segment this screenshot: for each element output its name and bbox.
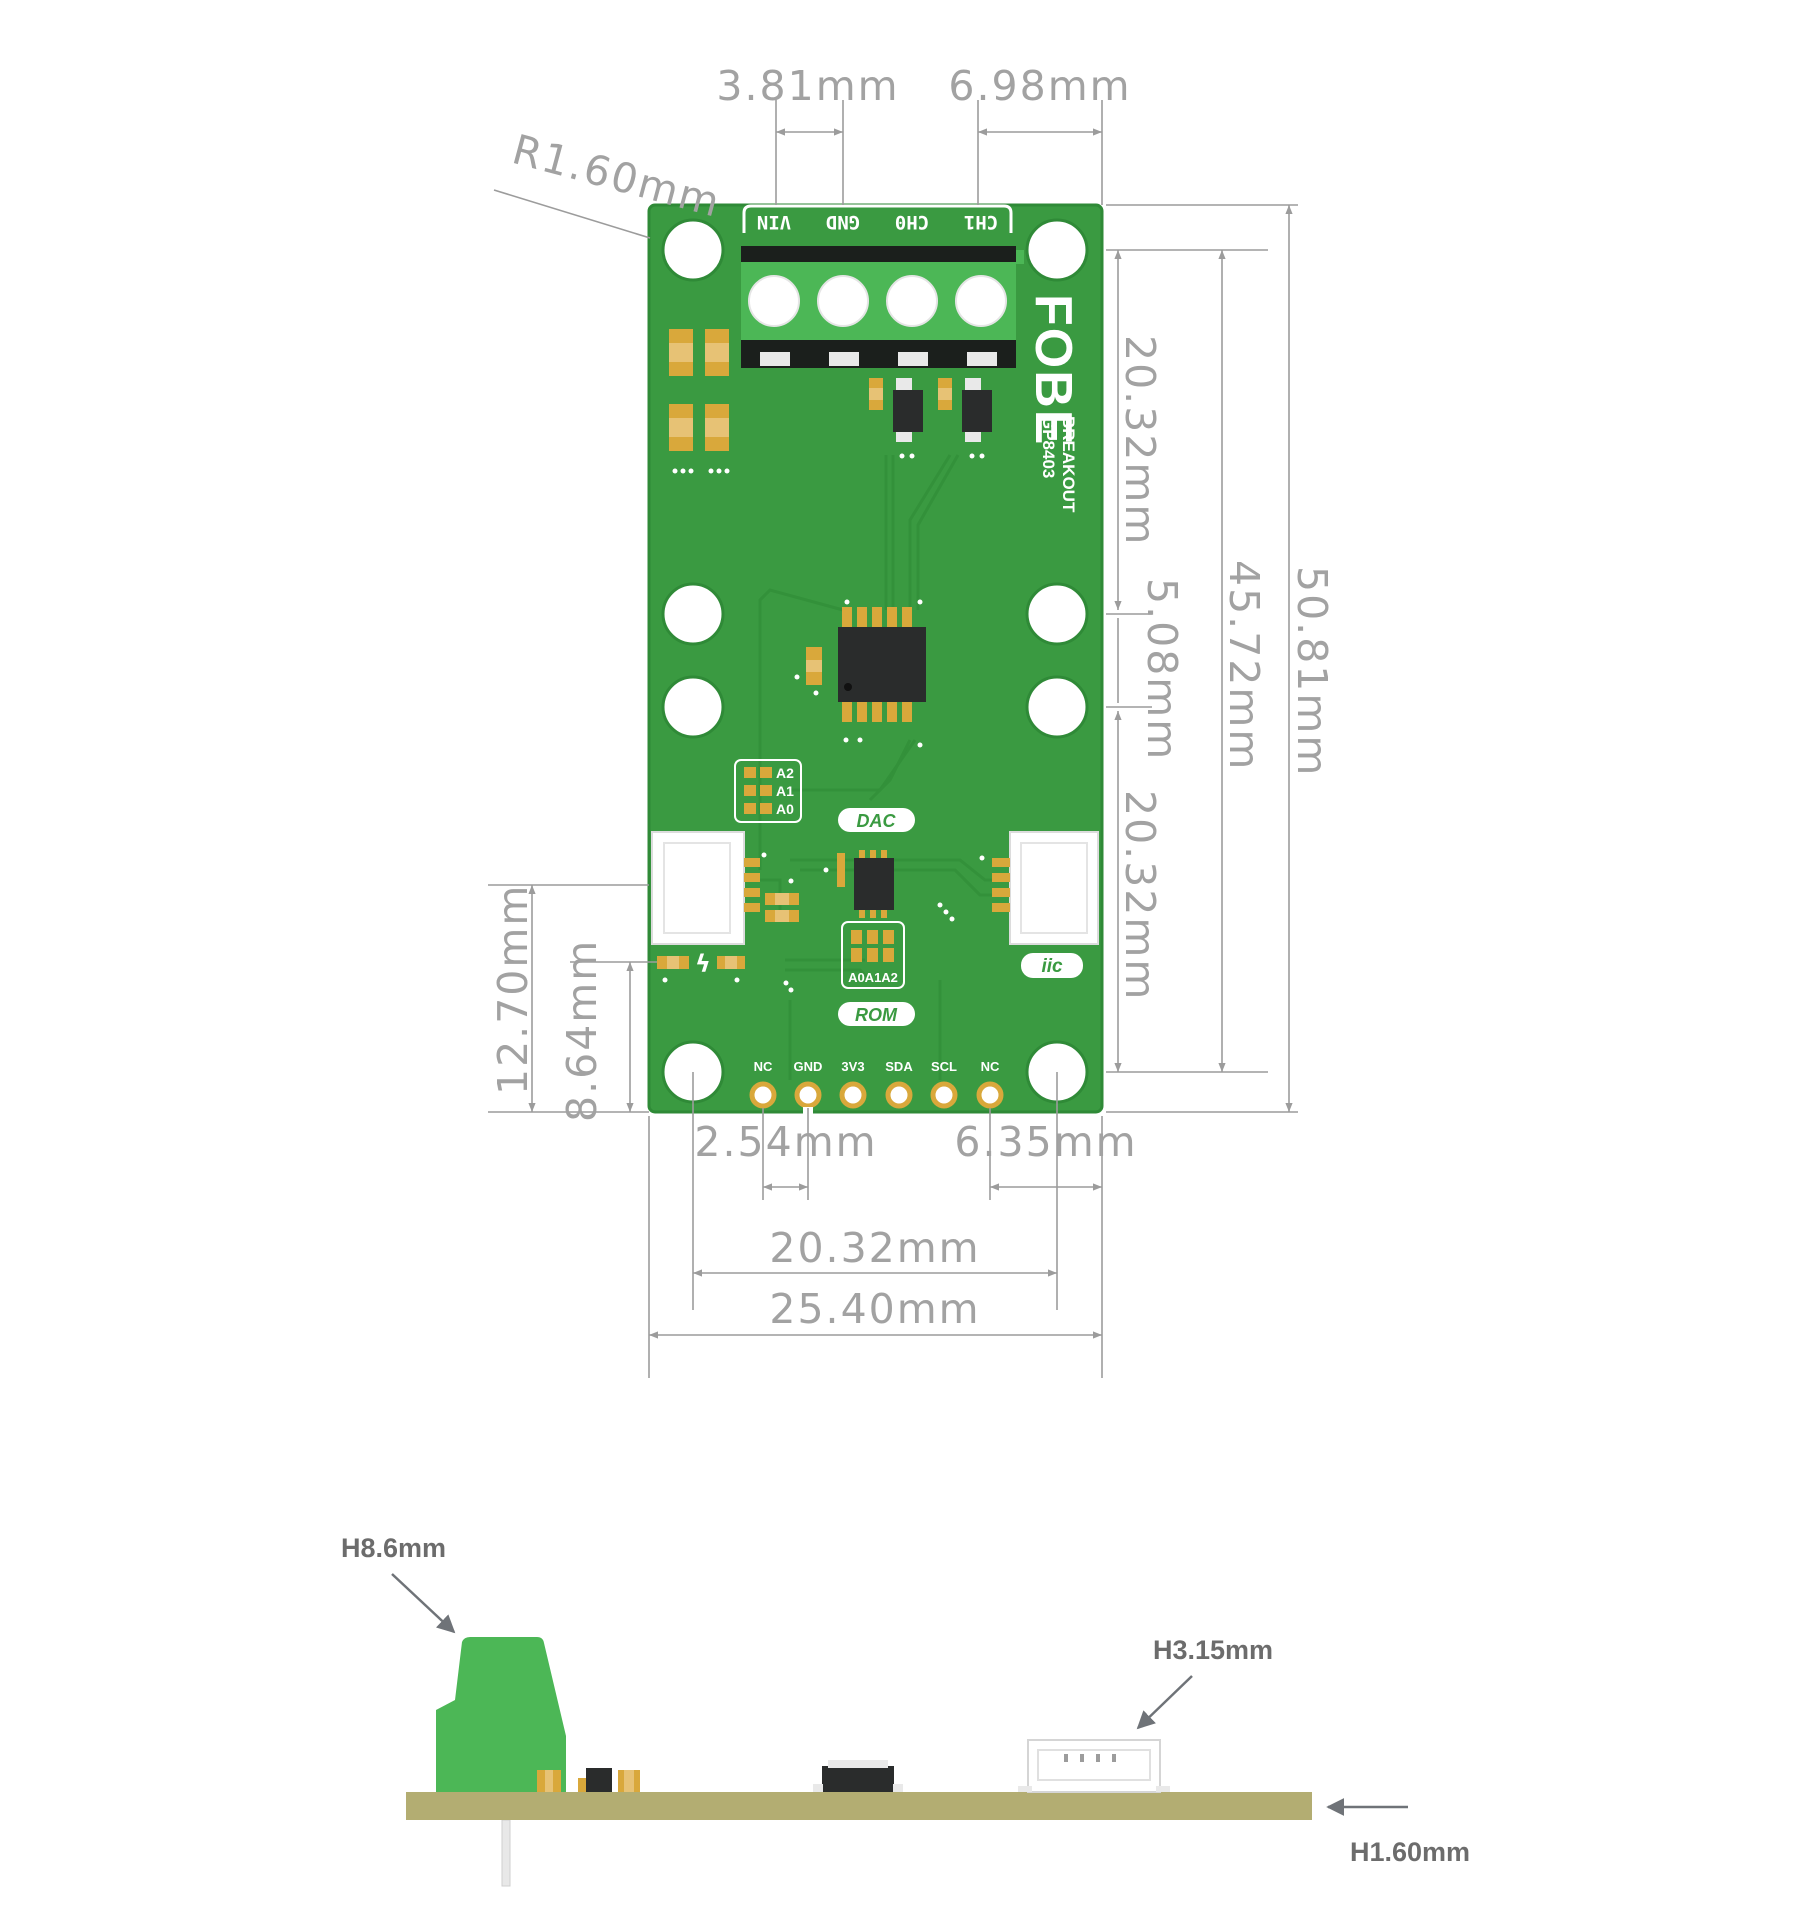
dim-top-left: 3.81mm [716,62,899,110]
pin-label: SCL [931,1059,957,1074]
header-pin [930,1081,958,1109]
mounting-hole [661,218,725,282]
terminal-label: CH0 [895,211,929,233]
svg-text:iic: iic [1041,956,1063,977]
terminal-label: CH1 [964,211,998,233]
power-led: ϟ [657,950,745,983]
side-terminal [436,1637,566,1792]
pin-label: 3V3 [841,1059,864,1074]
dimension-labels: 3.81mm 6.98mm R1.60mm 20.32mm 5.08mm 20.… [489,62,1336,1333]
rom-label: ROM [838,1002,915,1026]
terminal-screw [955,275,1007,327]
rom-address-label: A0A1A2 [848,970,898,985]
svg-text:FOBE: FOBE [1024,294,1082,446]
dim-bottom-total: 25.40mm [769,1285,980,1333]
dac-chip [794,599,926,748]
terminal-screw [817,275,869,327]
address-label: A0 [776,801,794,817]
address-jumpers: A2 A1 A0 [734,759,802,823]
dim-right-total: 50.81mm [1288,566,1336,777]
dim-radius: R1.60mm [507,125,726,227]
dac-label: DAC [838,808,915,832]
side-view: H8.6mm H3.15mm H1.60mm [341,1533,1470,1887]
iic-label: iic [1021,953,1083,978]
dimension-lines [488,100,1298,1378]
svg-text:BREAKOUT: BREAKOUT [1059,416,1078,513]
terminal-screw [886,275,938,327]
left-capacitors [669,329,730,474]
terminal-label: VIN [757,211,791,233]
svg-text:ROM: ROM [855,1005,898,1025]
terminal-label: GND [826,211,860,233]
pin-label: SDA [885,1059,913,1074]
dim-right-inner-total: 45.72mm [1220,560,1268,771]
dim-left-outer: 12.70mm [489,884,537,1095]
rom-chip: A0A1A2 [783,850,955,993]
svg-text:DAC: DAC [857,811,897,831]
address-label: A2 [776,765,794,781]
pin-label: NC [981,1059,1000,1074]
dim-right-lower: 20.32mm [1116,790,1164,1001]
board-thickness-label: H1.60mm [1350,1837,1470,1867]
mounting-hole [661,582,725,646]
connector-height-label: H3.15mm [1153,1635,1273,1665]
mounting-hole [1025,582,1089,646]
header-pin [885,1081,913,1109]
header-pin [749,1081,777,1109]
terminal-screw [748,275,800,327]
dim-top-right: 6.98mm [948,62,1131,110]
header-pin [794,1081,822,1109]
pin-label: GND [794,1059,823,1074]
dim-bottom-right: 6.35mm [954,1118,1137,1166]
mounting-hole [1025,218,1089,282]
mounting-hole [661,675,725,739]
dim-left-inner: 8.64mm [558,939,606,1122]
screw-terminal: VIN GND CH0 CH1 [741,204,1024,368]
dim-bottom-left: 2.54mm [694,1118,877,1166]
left-connector [651,831,799,945]
power-icon: ϟ [695,950,711,978]
address-label: A1 [776,783,794,799]
side-board [406,1792,1312,1820]
dim-bottom-holes: 20.32mm [769,1224,980,1272]
svg-text:GP8403: GP8403 [1039,416,1058,478]
header-pin [976,1081,1004,1109]
mounting-hole [1025,675,1089,739]
right-connector [979,831,1099,945]
dim-right-upper: 20.32mm [1116,335,1164,546]
dim-right-mid: 5.08mm [1138,578,1186,761]
brand-logo: FOBE BREAKOUT GP8403 [1024,294,1082,513]
header-pin [839,1081,867,1109]
output-transistors [869,378,992,459]
pin-label: NC [754,1059,773,1074]
terminal-height-label: H8.6mm [341,1533,446,1563]
